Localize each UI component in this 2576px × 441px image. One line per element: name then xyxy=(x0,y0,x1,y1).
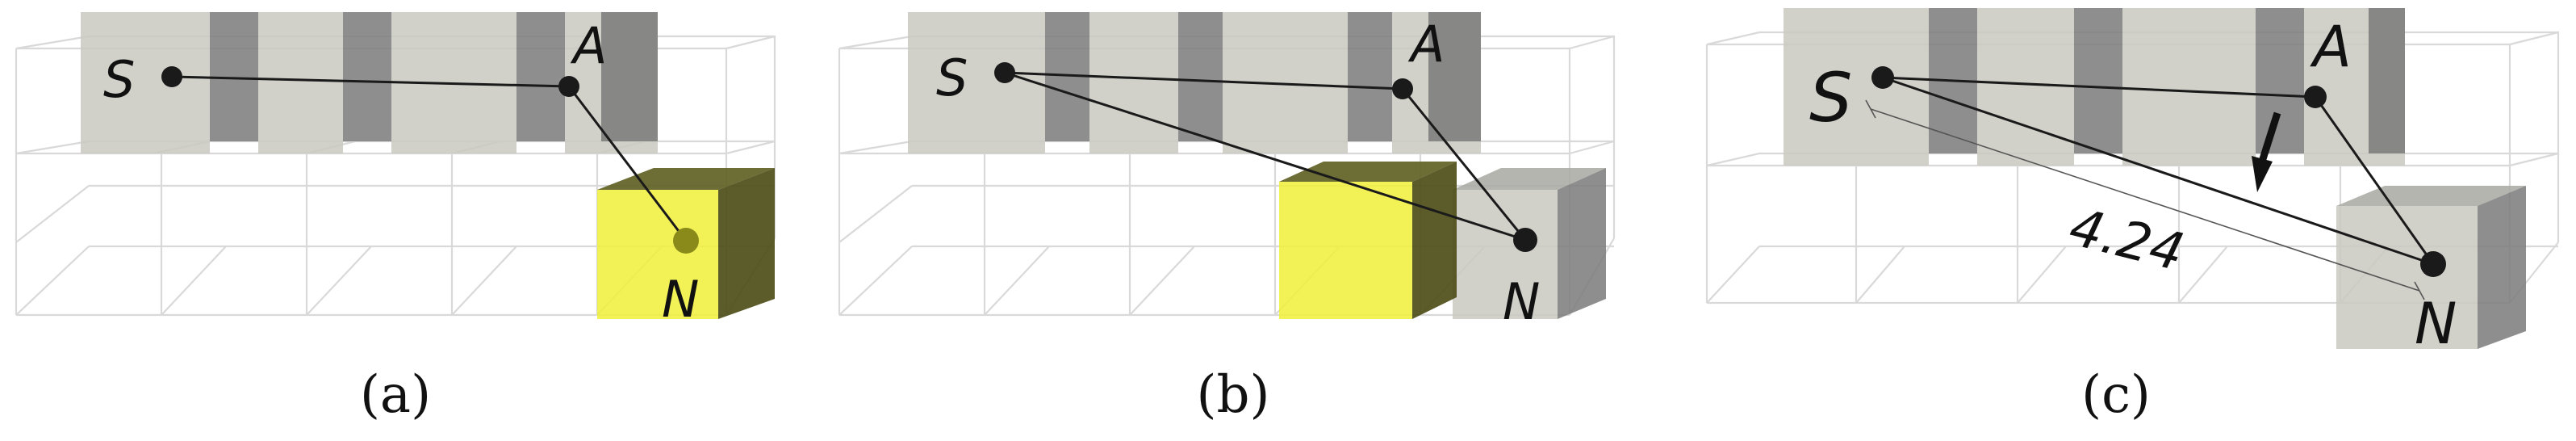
path-lines-b xyxy=(1004,71,1527,242)
node-n-label-c: N xyxy=(2415,291,2457,357)
node-s-label-b: S xyxy=(936,48,968,107)
caption-b: (b) xyxy=(1197,365,1270,425)
node-a-dot-c xyxy=(2304,86,2327,108)
path-lines-c xyxy=(1882,76,2435,266)
node-s-label-a: S xyxy=(103,50,135,109)
distance-label-c: 4.24 xyxy=(2064,197,2189,283)
node-a-label-a: A xyxy=(570,16,607,75)
node-n-dot-b xyxy=(1513,228,1537,252)
caption-c: (c) xyxy=(2081,365,2151,425)
panel-c: S A N 4.24 (c) xyxy=(1705,8,2560,425)
measurement-line-c xyxy=(1865,99,2425,300)
caption-a: (a) xyxy=(360,365,431,425)
occupied-cubes-a xyxy=(81,12,658,153)
node-n-dot-c xyxy=(2420,251,2446,277)
node-a-dot-a xyxy=(558,76,579,97)
down-arrow-icon xyxy=(2252,111,2281,192)
node-a-label-c: A xyxy=(2310,14,2352,80)
node-a-dot-b xyxy=(1392,78,1413,99)
node-n-dot-a xyxy=(673,228,699,254)
occupied-cubes-c xyxy=(1784,8,2526,349)
node-s-dot-c xyxy=(1871,66,1894,89)
path-lines-a xyxy=(171,75,688,242)
node-n-label-b: N xyxy=(1503,272,1540,331)
node-s-label-c: S xyxy=(1809,58,1852,137)
panel-a: S A N (a) xyxy=(15,12,776,425)
highlight-cube-b xyxy=(1279,162,1457,319)
node-n-label-a: N xyxy=(662,270,699,329)
node-a-label-b: A xyxy=(1407,15,1445,74)
node-s-dot-b xyxy=(994,62,1015,83)
panel-b: S A N (b) xyxy=(838,12,1616,425)
highlight-cube-a xyxy=(597,168,775,319)
node-s-dot-a xyxy=(161,66,182,87)
occupied-cubes-b xyxy=(908,12,1606,319)
